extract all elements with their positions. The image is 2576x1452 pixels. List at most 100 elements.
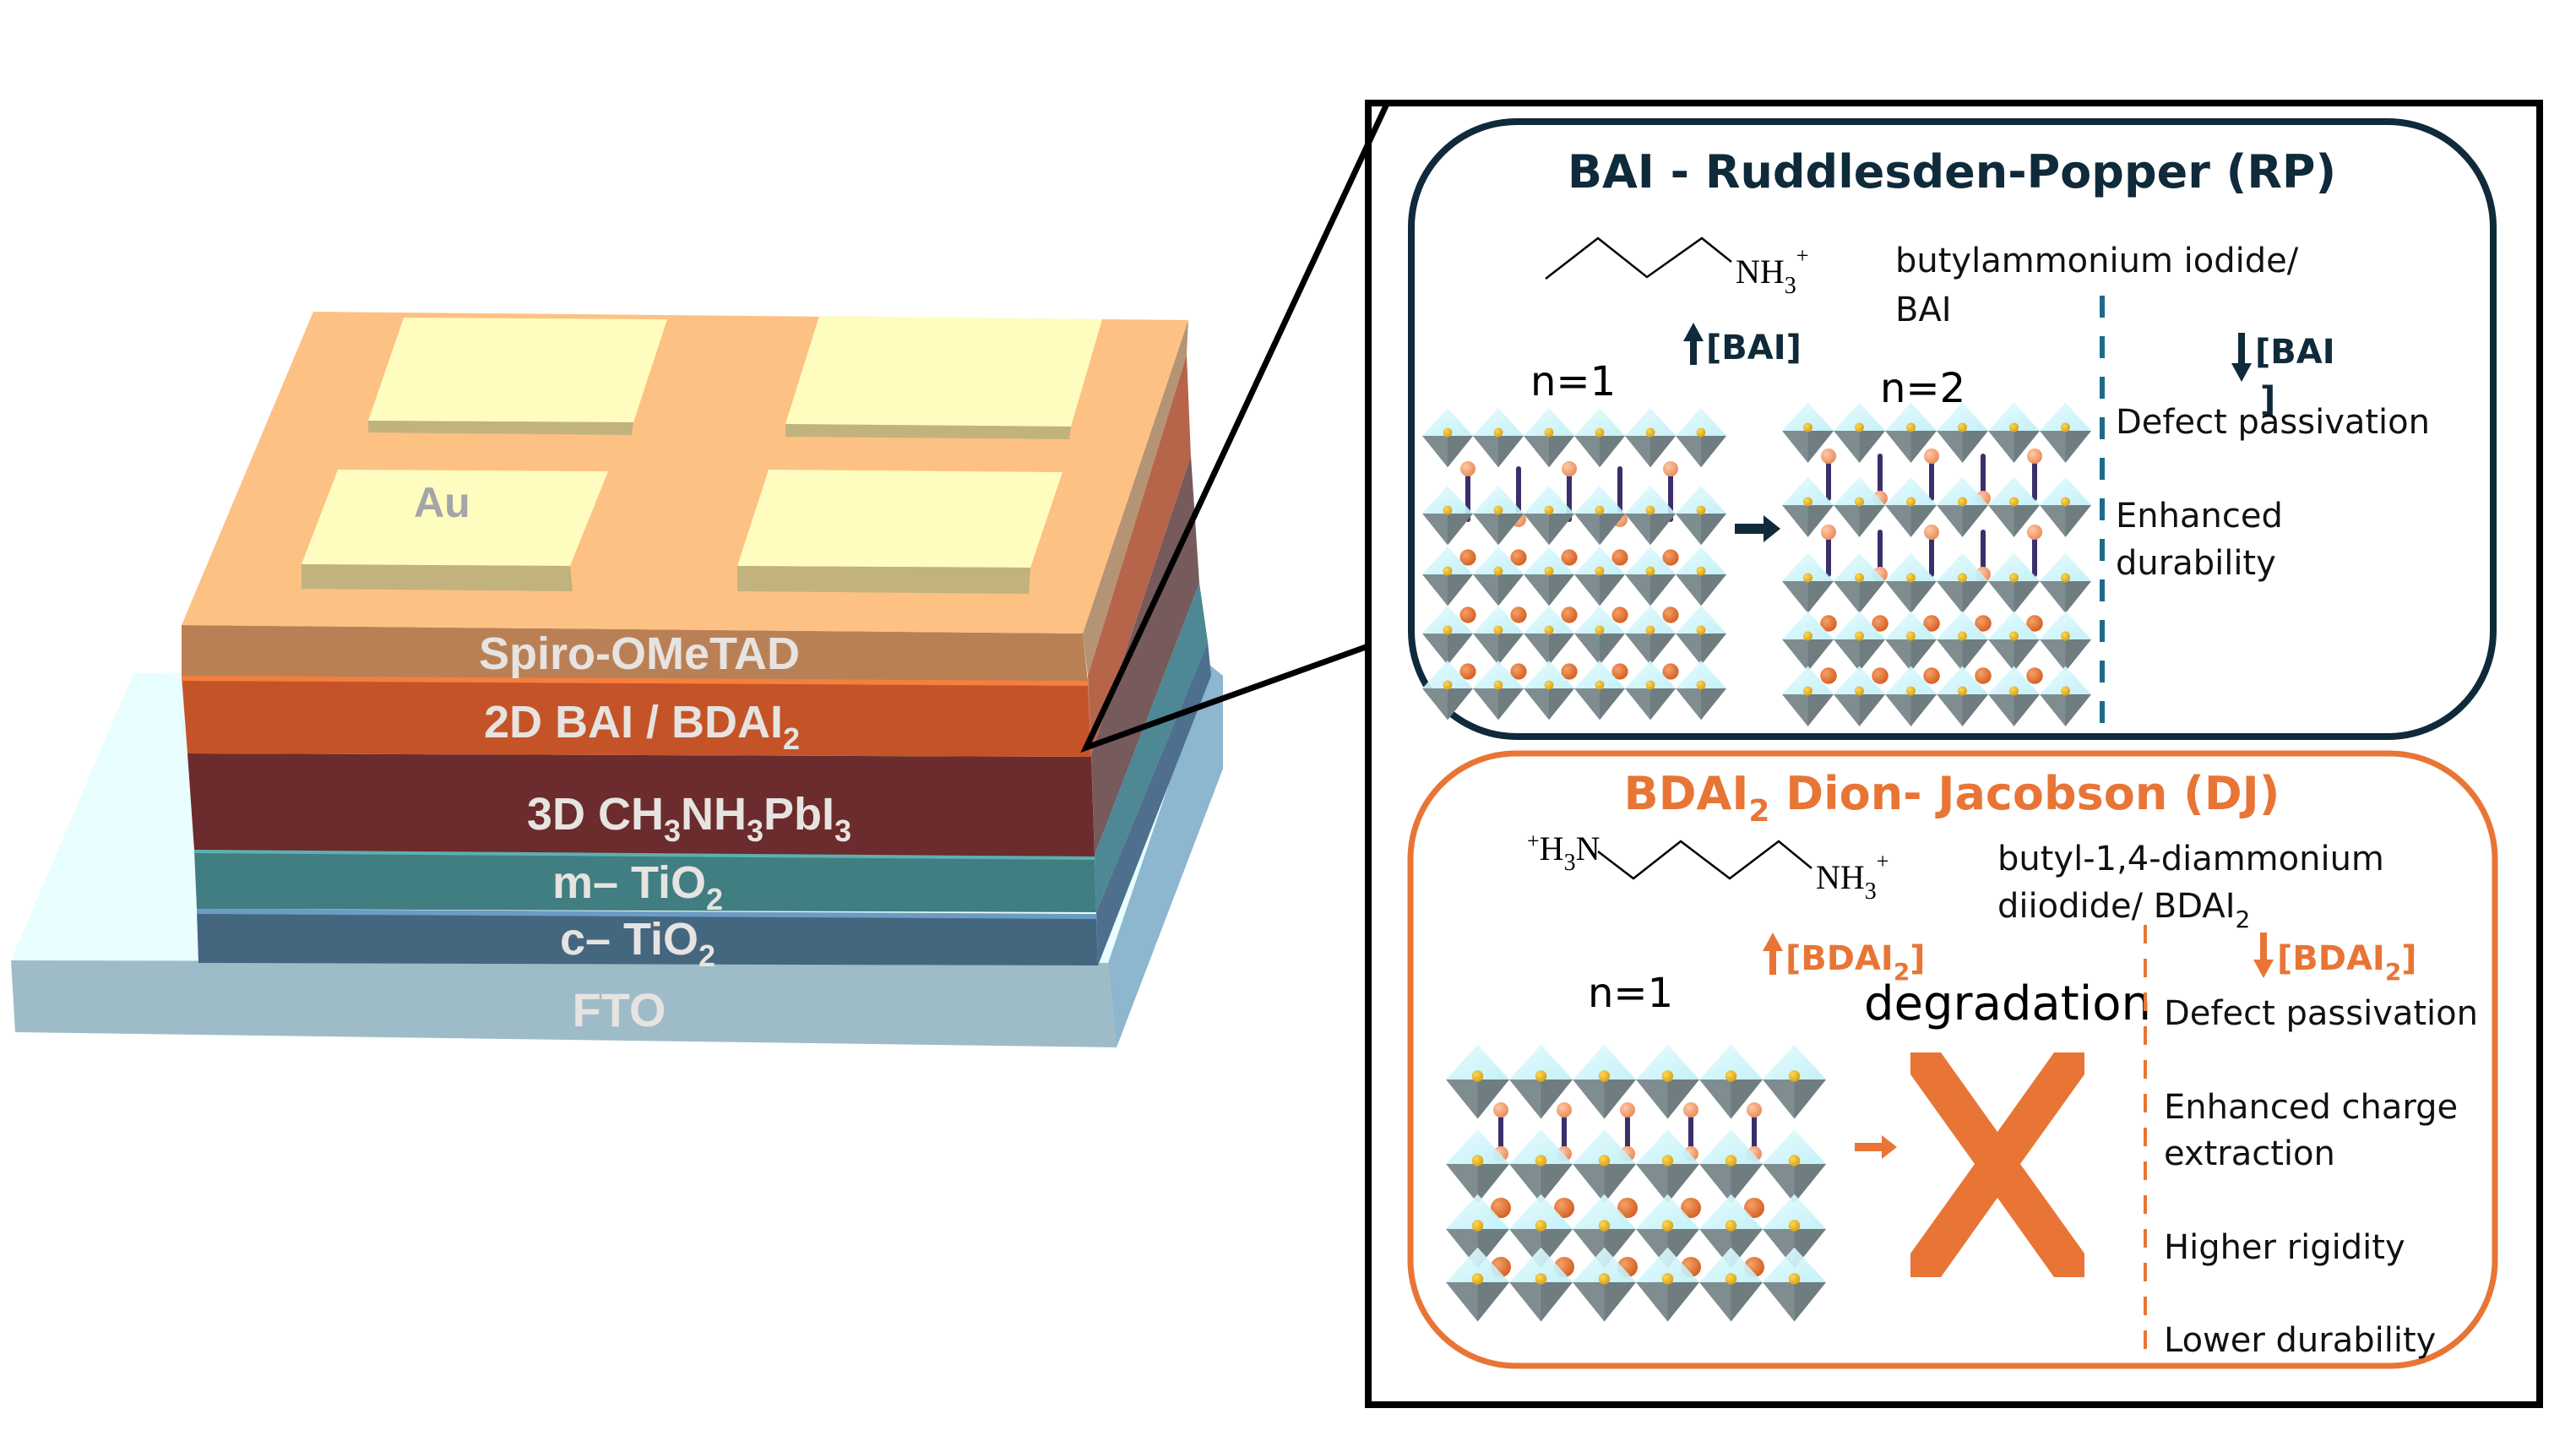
metal-atom: [1725, 1273, 1737, 1285]
a-site-cation: [1975, 615, 1992, 632]
octahedron-shade: [1600, 574, 1625, 606]
a-site-cation: [1459, 606, 1476, 623]
octahedron-top: [1676, 486, 1726, 514]
stack-side-face-3d: [1091, 456, 1199, 855]
octahedron-shade: [1910, 639, 1937, 672]
octahedron-shade: [1604, 1282, 1636, 1322]
decrease-bdai2-indicator: [BDAI2]: [2253, 933, 2417, 986]
dj-n1-crystal: [1446, 1044, 1826, 1322]
octahedron-shade: [1477, 1282, 1509, 1322]
octahedron-top: [1782, 476, 1834, 505]
octahedron-top: [1676, 547, 1726, 574]
dj-title: BDAI2 Dion- Jacobson (DJ): [1624, 767, 2280, 829]
octahedron-top: [1782, 611, 1834, 639]
metal-atom: [1661, 1220, 1674, 1232]
a-site-cation: [1561, 549, 1578, 566]
octahedron-shade: [1859, 694, 1885, 726]
octahedron-shade: [1794, 1282, 1826, 1322]
dj-benefit-defect-passivation: Defect passivation: [2164, 994, 2478, 1033]
octahedron-shade: [1859, 505, 1885, 537]
metal-atom: [1535, 1155, 1547, 1166]
a-site-cation: [1975, 667, 1992, 684]
decrease-bai-label: [BAI: [2255, 333, 2335, 372]
octahedron-shade: [1477, 1079, 1509, 1119]
metal-atom: [1958, 573, 1967, 583]
octahedron-top: [2040, 402, 2091, 431]
octahedron-top: [1636, 1194, 1699, 1229]
octahedron-shade: [1498, 574, 1524, 606]
metal-atom: [2061, 422, 2070, 432]
octahedron-top: [1509, 1194, 1573, 1229]
label-c-tio2: c– TiO2: [560, 914, 715, 973]
a-site-cation: [1617, 1198, 1638, 1218]
octahedron-shade: [1498, 688, 1524, 721]
octahedron-top: [2040, 476, 2091, 505]
octahedron-top: [1834, 552, 1885, 581]
metal-atom: [1493, 625, 1503, 635]
octahedron-top: [1574, 547, 1625, 574]
octahedron-shade: [1910, 505, 1937, 537]
metal-atom: [2009, 422, 2019, 432]
metal-atom: [1906, 686, 1916, 696]
bai-molecule-skeleton: [1545, 237, 1732, 280]
metal-atom: [1544, 427, 1554, 438]
dj-phase-n1: n=1: [1588, 970, 1673, 1017]
metal-atom: [1958, 686, 1967, 696]
metal-atom: [1471, 1273, 1484, 1285]
octahedron-top: [1988, 611, 2040, 639]
octahedron-shade: [2065, 694, 2091, 726]
bai-molecule-label: NH3+: [1736, 243, 1808, 299]
octahedron-top: [1676, 606, 1726, 634]
octahedron-top: [1446, 1044, 1509, 1079]
increase-bai-label: [BAI]: [1706, 329, 1802, 367]
metal-atom: [1696, 427, 1706, 438]
a-site-cation: [1561, 606, 1578, 623]
metal-atom: [1598, 1155, 1611, 1166]
octahedron-shade: [1650, 688, 1676, 721]
octahedron-top: [1473, 408, 1524, 436]
octahedron-shade: [1794, 1164, 1826, 1204]
octahedron-shade: [1859, 639, 1885, 672]
octahedron-shade: [1448, 688, 1473, 721]
octahedron-shade: [1650, 436, 1676, 468]
metal-atom: [2009, 631, 2019, 641]
metal-atom: [1788, 1155, 1801, 1166]
octahedron-top: [1422, 486, 1473, 514]
increase-bdai2-label: [BDAI2]: [1785, 939, 1926, 986]
octahedron-shade: [1549, 634, 1574, 666]
octahedron-shade: [1600, 688, 1625, 721]
dj-benefit-enhanced-charge: Enhanced charge: [2164, 1088, 2458, 1127]
metal-atom: [1696, 566, 1706, 576]
octahedron-top: [1625, 486, 1676, 514]
octahedron-top: [1573, 1044, 1636, 1079]
octahedron-top: [1834, 402, 1885, 431]
octahedron-top: [1446, 1128, 1509, 1164]
a-site-cation: [1561, 663, 1578, 680]
octahedron-shade: [2065, 581, 2091, 613]
octahedron-top: [1422, 661, 1473, 688]
octahedron-top: [1473, 547, 1524, 574]
octahedron-top: [1988, 552, 2040, 581]
metal-atom: [1595, 505, 1605, 515]
octahedron-top: [1885, 552, 1937, 581]
octahedron-top: [1763, 1247, 1826, 1282]
octahedron-top: [1446, 1247, 1509, 1282]
metal-atom: [1906, 573, 1916, 583]
metal-atom: [1788, 1273, 1801, 1285]
octahedron-top: [1885, 402, 1937, 431]
metal-atom: [1493, 427, 1503, 438]
octahedron-shade: [1807, 639, 1834, 672]
metal-atom: [1595, 566, 1605, 576]
metal-atom: [1645, 680, 1655, 690]
octahedron-top: [1524, 408, 1574, 436]
metal-atom: [1443, 625, 1453, 635]
octahedron-top: [1625, 661, 1676, 688]
metal-atom: [2061, 497, 2070, 507]
octahedron-top: [1782, 402, 1834, 431]
octahedron-top: [1509, 1044, 1573, 1079]
metal-atom: [1696, 625, 1706, 635]
metal-atom: [1471, 1155, 1484, 1166]
octahedron-top: [1524, 606, 1574, 634]
metal-atom: [1788, 1220, 1801, 1232]
